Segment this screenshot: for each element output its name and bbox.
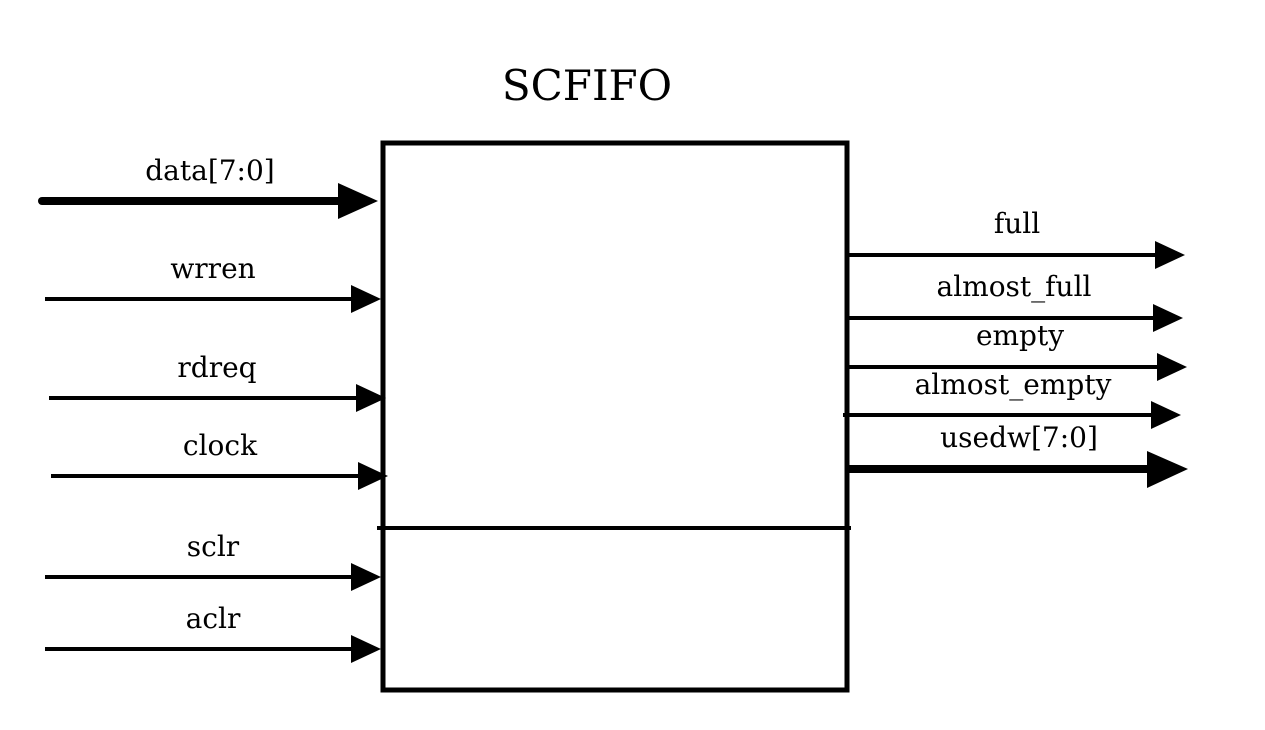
input-wrren: wrren [45, 252, 381, 313]
input-clock-arrowhead [358, 462, 388, 490]
input-rdreq-arrowhead [356, 384, 386, 412]
output-almost-empty-arrowhead [1151, 401, 1181, 429]
input-data: data[7:0] [38, 154, 378, 219]
output-full: full [849, 207, 1185, 269]
output-usedw-label: usedw[7:0] [940, 421, 1098, 454]
input-rdreq: rdreq [49, 351, 386, 412]
input-rdreq-label: rdreq [177, 351, 256, 384]
input-sclr-label: sclr [187, 530, 240, 563]
input-wrren-arrowhead [351, 285, 381, 313]
output-usedw: usedw[7:0] [849, 421, 1188, 488]
block-title: SCFIFO [502, 61, 672, 110]
output-almost-empty: almost_empty [843, 368, 1181, 429]
output-almost-empty-label: almost_empty [915, 368, 1112, 401]
input-aclr-arrowhead [351, 635, 381, 663]
output-usedw-arrowhead [1147, 451, 1188, 488]
output-empty: empty [849, 319, 1187, 381]
input-sclr-arrowhead [351, 563, 381, 591]
output-full-arrowhead [1155, 241, 1185, 269]
input-data-label: data[7:0] [145, 154, 274, 187]
input-aclr-label: aclr [186, 602, 241, 635]
fifo-block [380, 140, 850, 693]
input-aclr: aclr [45, 602, 381, 663]
input-clock-label: clock [183, 429, 258, 462]
input-clock: clock [51, 429, 388, 490]
input-wrren-label: wrren [170, 252, 255, 285]
input-sclr: sclr [45, 530, 381, 591]
output-almost-full: almost_full [849, 270, 1183, 332]
input-data-arrowhead [338, 183, 378, 219]
output-empty-arrowhead [1157, 353, 1187, 381]
output-full-label: full [994, 207, 1040, 240]
output-empty-label: empty [976, 319, 1064, 352]
output-almost-full-arrowhead [1153, 304, 1183, 332]
output-almost-full-label: almost_full [937, 270, 1092, 303]
